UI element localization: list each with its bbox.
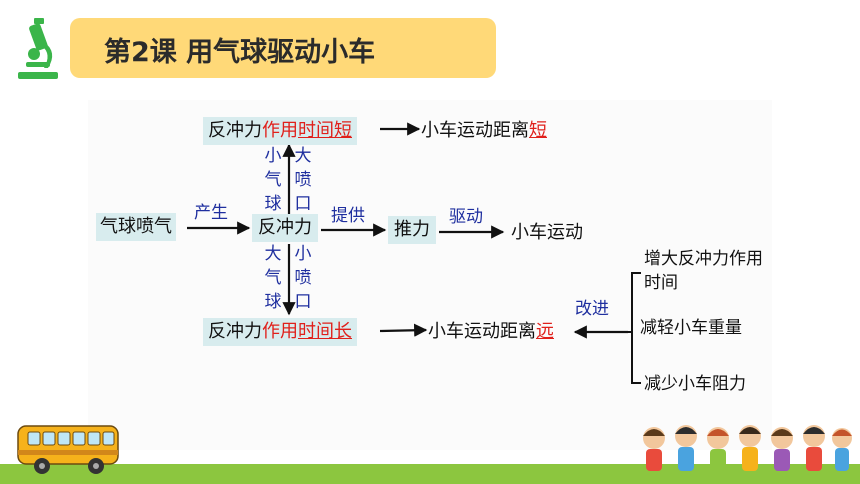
grass-strip [0, 464, 860, 484]
node-car-move: 小车运动 [511, 222, 583, 243]
edge-drive: 驱动 [449, 207, 483, 227]
label-large-nozzle: 大 喷 口 [294, 146, 312, 214]
arrow-bottom-result [379, 323, 428, 337]
title-bar [70, 18, 496, 78]
bracket [628, 272, 641, 384]
diagram-panel [88, 100, 772, 450]
node-long-distance: 小车运动距离远 [428, 321, 554, 342]
edge-produce: 产生 [194, 203, 228, 223]
children-illustration [643, 425, 852, 471]
node-long-time: 反冲力作用时间长 [203, 318, 357, 346]
edge-improve: 改进 [575, 299, 609, 319]
node-short-distance: 小车运动距离短 [421, 120, 547, 141]
page-title: 第2课 用气球驱动小车 [104, 37, 376, 68]
node-reaction-force: 反冲力 [252, 214, 318, 242]
edge-provide: 提供 [331, 206, 365, 226]
node-short-time: 反冲力作用时间短 [203, 117, 357, 145]
node-balloon-spray: 气球喷气 [96, 213, 176, 241]
school-bus-illustration [17, 425, 119, 474]
microscope-icon [18, 18, 58, 79]
label-large-balloon: 大 气 球 [264, 244, 282, 312]
improvement-item: 增大反冲力作用时间 [644, 249, 763, 293]
label-small-nozzle: 小 喷 口 [294, 244, 312, 312]
label-small-balloon: 小 气 球 [264, 146, 282, 214]
improvement-item: 减轻小车重量 [640, 318, 742, 338]
node-thrust: 推力 [388, 216, 436, 244]
improvement-item: 减少小车阻力 [644, 374, 746, 394]
